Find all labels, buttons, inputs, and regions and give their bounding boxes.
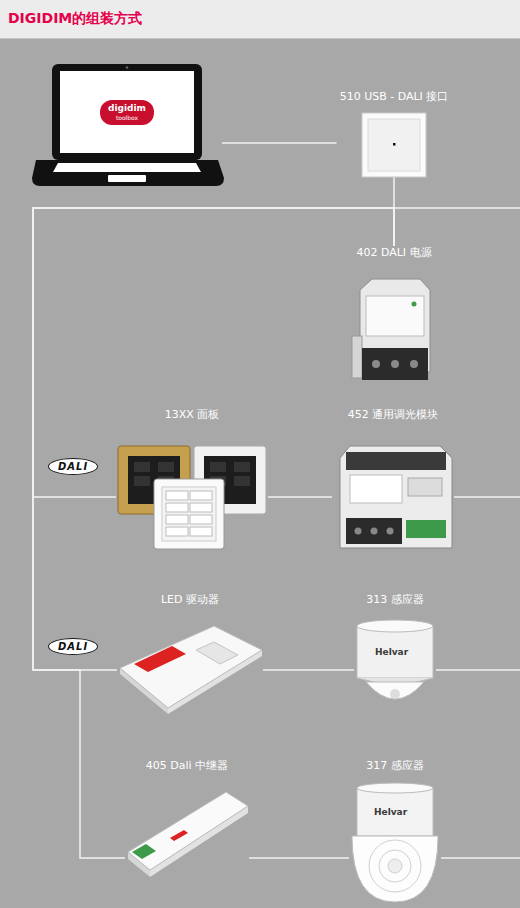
header-bar: DIGIDIM的组装方式 — [0, 0, 520, 39]
label-text: 510 USB - DALI 接口 — [340, 90, 449, 103]
logo-badge: digidimtoolbox — [100, 100, 154, 125]
dimmer-module-node: 452 通用调光模块 — [332, 408, 454, 554]
device-label: 452 通用调光模块 — [332, 408, 454, 422]
device-label: 317 感应器 — [349, 759, 441, 773]
panel-node: 13XX 面板 — [116, 408, 268, 549]
label-text: 405 Dali 中继器 — [146, 759, 228, 772]
label-text: 452 通用调光模块 — [348, 408, 439, 421]
brand-mark: Helvar — [375, 647, 408, 658]
repeater-node: 405 Dali 中继器 — [125, 759, 249, 878]
diagram-title: DIGIDIM的组装方式 — [8, 10, 142, 27]
led-driver-node: LED 驱动器 — [117, 593, 263, 710]
logo-wordmark: digidim — [108, 103, 146, 114]
dimmer-module — [340, 446, 452, 548]
device-label: LED 驱动器 — [117, 593, 263, 607]
dali-wire — [263, 669, 354, 671]
label-text: 13XX 面板 — [165, 408, 220, 421]
logo-subtitle: toolbox — [108, 114, 146, 122]
ceiling-sensor-317 — [352, 783, 438, 902]
device-label: 13XX 面板 — [116, 408, 268, 422]
dali-repeater — [128, 792, 248, 877]
interface-plate — [362, 113, 426, 177]
power-supply-node: 402 DALI 电源 — [352, 246, 436, 385]
device-label: 405 Dali 中继器 — [125, 759, 249, 773]
dali-badge: DALI — [48, 458, 98, 475]
device-label: 402 DALI 电源 — [352, 246, 436, 260]
sensor-node: 317 感应器 — [349, 759, 441, 903]
bus-wire — [454, 496, 520, 498]
label-text: 317 感应器 — [366, 759, 424, 772]
dali-wire — [222, 142, 337, 144]
dali-badge: DALI — [48, 638, 98, 655]
brand-mark: Helvar — [374, 807, 407, 818]
label-text: 313 感应器 — [366, 593, 424, 606]
dali-wire — [249, 857, 349, 859]
label-text: LED 驱动器 — [161, 593, 219, 606]
device-label: 313 感应器 — [354, 593, 436, 607]
screen-area: digidimtoolbox — [60, 71, 194, 153]
dali-wire — [33, 208, 394, 670]
bus-wire — [441, 857, 520, 859]
label-text: 402 DALI 电源 — [356, 246, 431, 259]
control-panels — [118, 446, 266, 549]
usb-interface-node: 510 USB - DALI 接口 — [337, 90, 452, 177]
power-supply-module — [352, 279, 430, 380]
bus-wire — [436, 669, 520, 671]
laptop-illustration — [32, 64, 224, 186]
dali-wire — [268, 496, 332, 498]
ceiling-sensor-313 — [357, 620, 433, 699]
bus-wire — [394, 207, 520, 209]
laptop-node: digidimtoolbox — [32, 65, 222, 186]
device-label: 510 USB - DALI 接口 — [337, 90, 452, 104]
led-driver — [120, 626, 262, 714]
